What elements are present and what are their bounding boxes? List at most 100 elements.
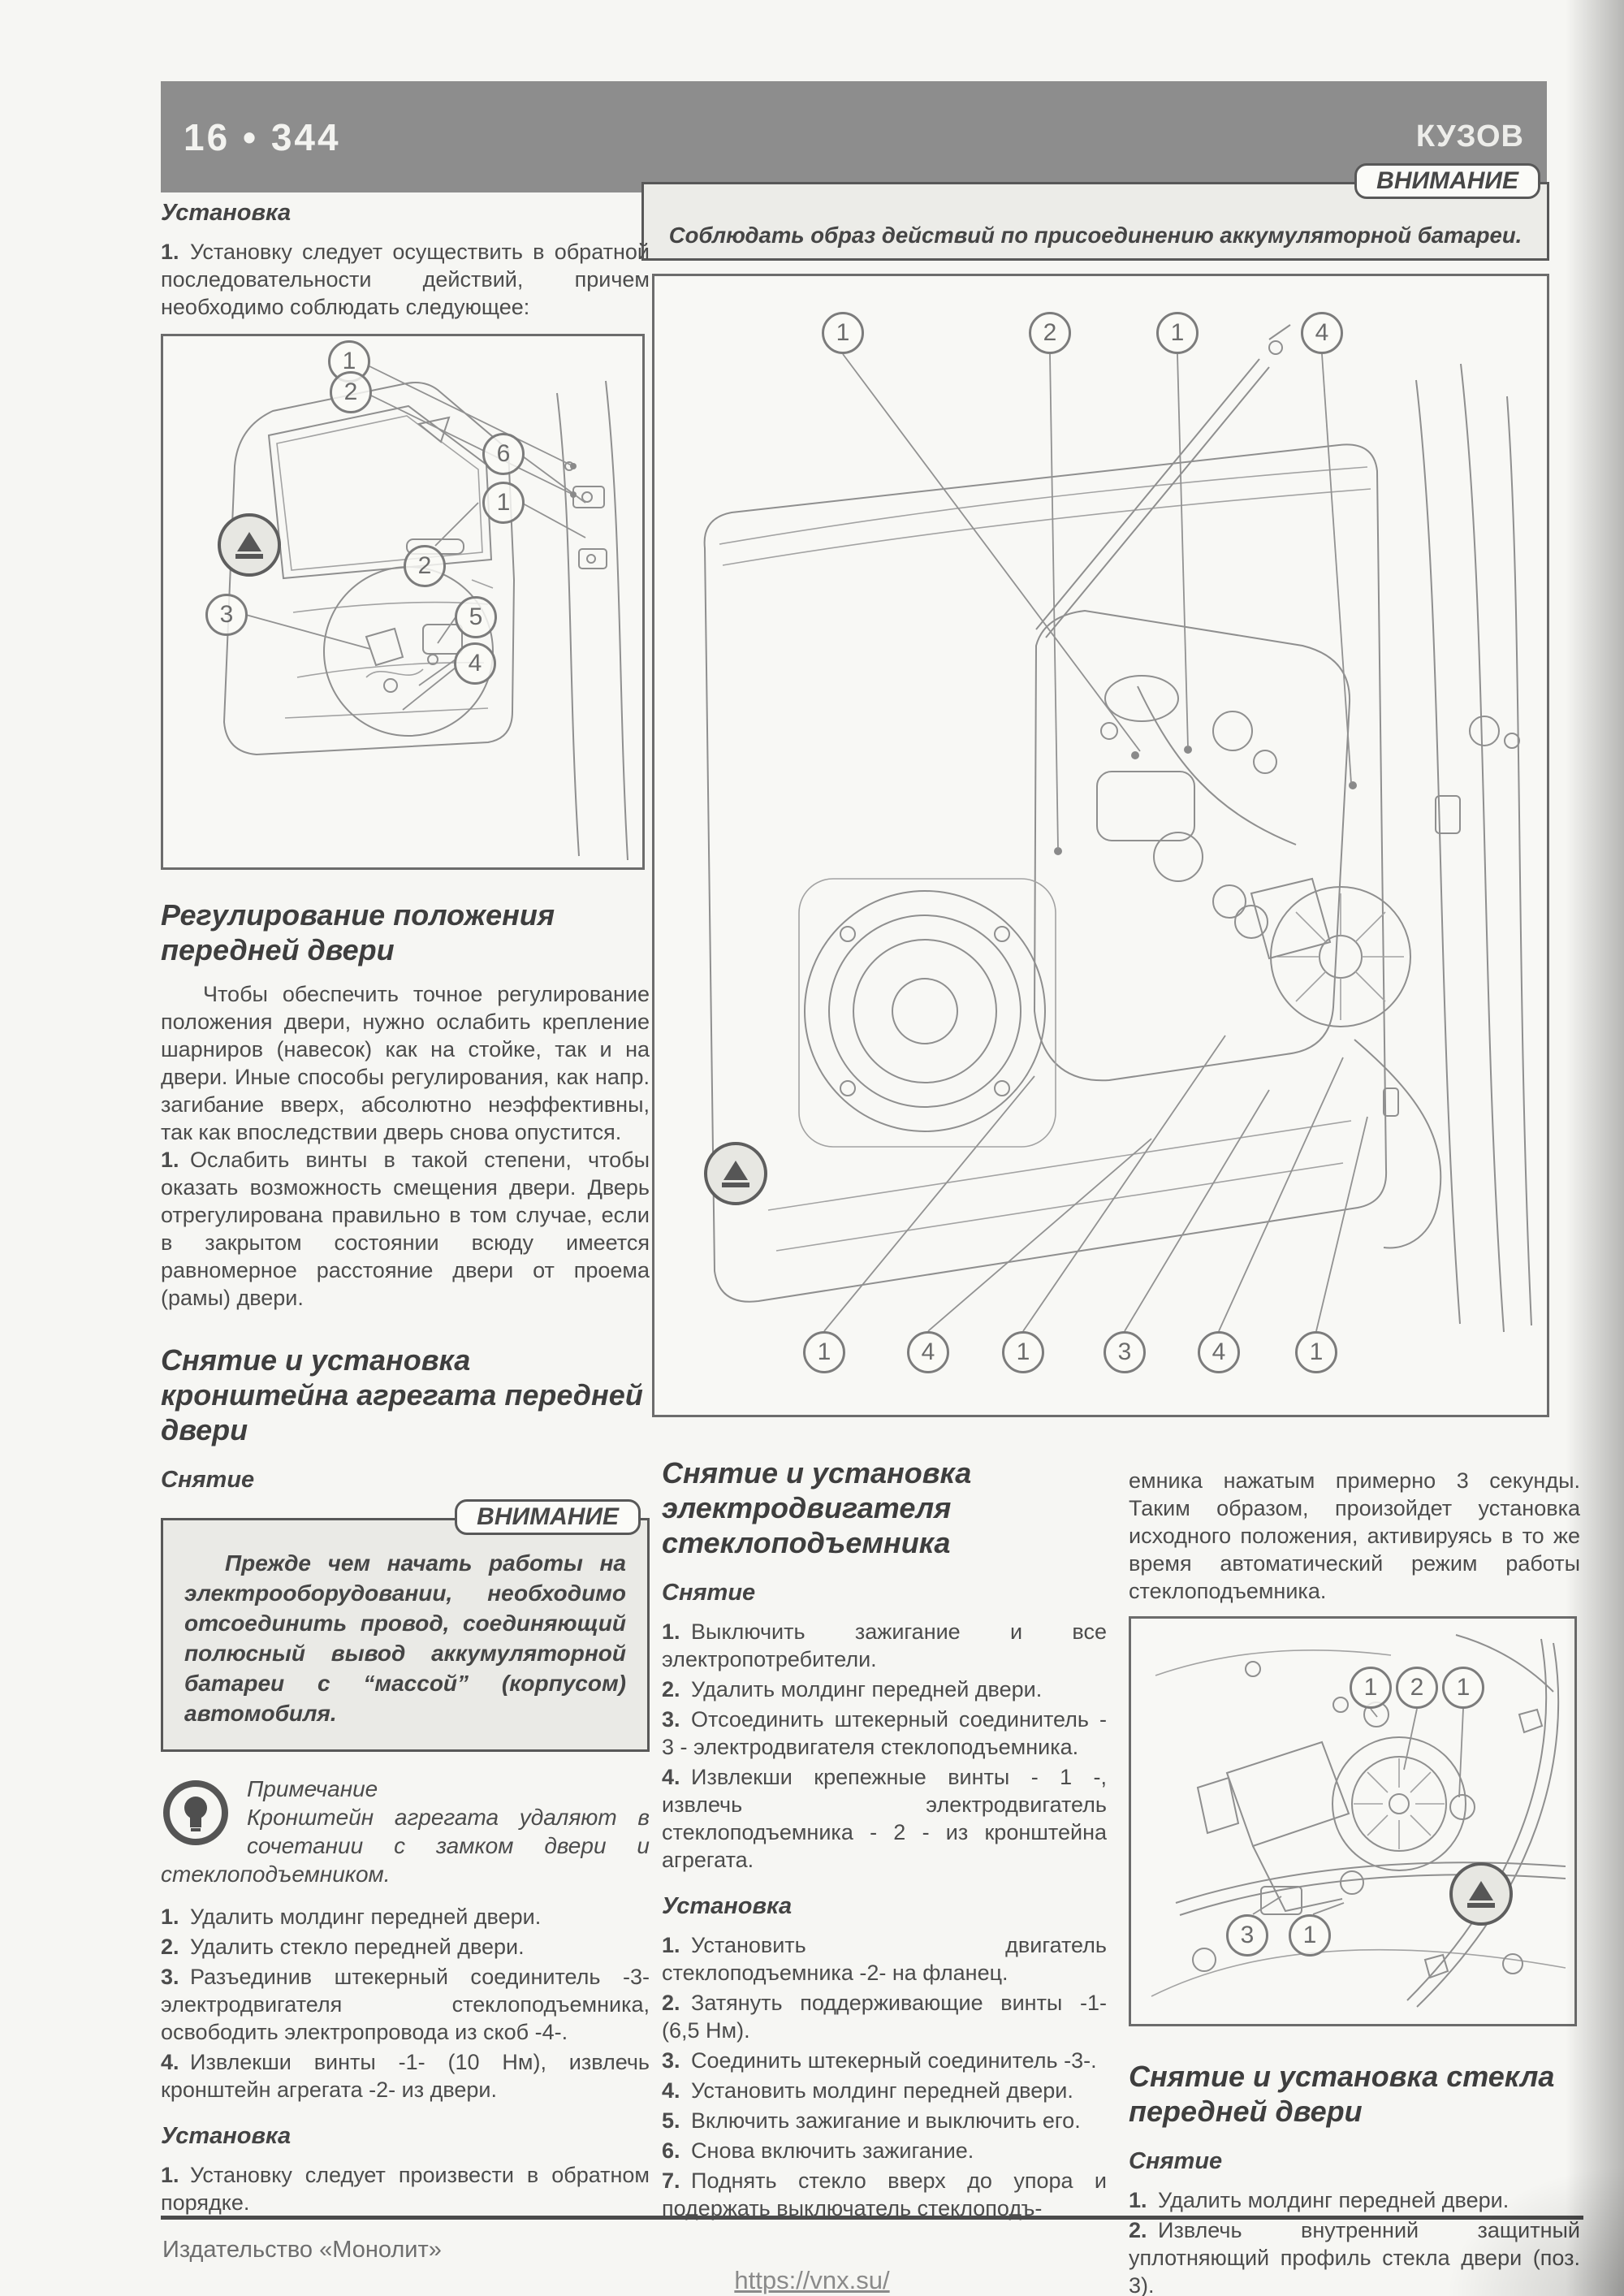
callout-4: 4 xyxy=(1301,312,1343,354)
callout-1: 1 xyxy=(1002,1331,1044,1373)
step-text: Установку следует осуществить в обратной… xyxy=(161,240,650,319)
step-item: 1. Установку следует произвести в обратн… xyxy=(161,2161,650,2216)
install-intro-steps: 1. Установку следует осуществить в обрат… xyxy=(161,238,650,321)
step-number: 2. xyxy=(662,1991,680,2015)
adjust-intro-paragraph: Чтобы обеспечить точное регулирование по… xyxy=(161,982,650,1144)
callout-2: 2 xyxy=(1029,312,1071,354)
bracket-removal-subheading: Снятие xyxy=(161,1467,255,1493)
note-text: Кронштейн агрегата удаляют в сочетании с… xyxy=(161,1805,650,1887)
step-text: Извлечь внутренний защитный уплотняющий … xyxy=(1129,2218,1580,2296)
warning-tab-label: ВНИМАНИЕ xyxy=(455,1499,641,1535)
step-text: Поднять стекло вверх до упора и подержат… xyxy=(662,2168,1107,2220)
step-item: 6. Снова включить зажигание. xyxy=(662,2137,1107,2164)
step-item: 5. Включить зажигание и выключить его. xyxy=(662,2107,1107,2134)
note-title: Примечание xyxy=(247,1776,378,1801)
watermark-logo xyxy=(218,513,281,577)
door-assembly-drawing xyxy=(703,324,1532,1333)
step-number: 3. xyxy=(662,1707,680,1732)
warning-text: Прежде чем начать работы на электрообору… xyxy=(184,1550,626,1726)
callout-1: 1 xyxy=(822,312,864,354)
callout-1: 1 xyxy=(1156,312,1199,354)
step-item: 2. Извлечь внутренний защитный уплотняющ… xyxy=(1129,2216,1580,2296)
right-column: емника нажатым примерно 3 секунды. Таким… xyxy=(1129,1467,1580,2296)
callout-1: 1 xyxy=(1350,1667,1392,1709)
callout-1: 1 xyxy=(1442,1667,1484,1709)
page-number: 16 • 344 xyxy=(184,115,341,158)
glass-removal-steps: 1. Удалить молдинг передней двери.2. Изв… xyxy=(1129,2186,1580,2296)
footer-link-wrap: https://vnx.su/ xyxy=(0,2266,1624,2295)
window-motor-drawing xyxy=(1151,1634,1566,2008)
step-text: Удалить молдинг передней двери. xyxy=(179,1905,542,1929)
step-number: 1. xyxy=(1129,2188,1147,2212)
callout-1: 1 xyxy=(482,482,525,524)
page-header: 16 • 344 КУЗОВ xyxy=(161,81,1547,192)
step-item: 4. Извлекши винты -1- (10 Нм), извлечь к… xyxy=(161,2048,650,2104)
step-text: Установить двигатель стеклоподъемника -2… xyxy=(662,1933,1107,1985)
step-text: Установку следует произвести в обратном … xyxy=(161,2163,650,2215)
watermark-bar xyxy=(1467,1902,1495,1908)
section-motor-heading: Снятие и установка электродвигателя стек… xyxy=(662,1456,972,1559)
step-item: 3. Разъединив штекерный соединитель -3- … xyxy=(161,1963,650,2046)
attention-banner-text: Соблюдать образ действий по присоединени… xyxy=(668,223,1522,248)
step-number: 6. xyxy=(662,2138,680,2163)
step-item: 4. Извлекши крепежные винты - 1 -, извле… xyxy=(662,1763,1107,1874)
glass-removal-subheading: Снятие xyxy=(1129,2148,1223,2174)
watermark-triangle-icon xyxy=(1469,1880,1493,1900)
step-item: 1. Установить двигатель стеклоподъемника… xyxy=(662,1931,1107,1987)
callout-2: 2 xyxy=(404,545,446,587)
site-link[interactable]: https://vnx.su/ xyxy=(734,2266,890,2294)
step-number: 4. xyxy=(161,2050,179,2074)
footer-rule xyxy=(161,2216,1583,2220)
step-item: 2. Удалить стекло передней двери. xyxy=(161,1933,650,1961)
watermark-logo xyxy=(704,1142,767,1205)
step-text: Снова включить зажигание. xyxy=(680,2138,974,2163)
watermark-triangle-icon xyxy=(723,1160,748,1180)
step-item: 1. Выключить зажигание и все электропотр… xyxy=(662,1618,1107,1673)
attention-banner: ВНИМАНИЕ Соблюдать образ действий по при… xyxy=(641,163,1549,261)
step-number: 7. xyxy=(662,2168,680,2193)
callout-1: 1 xyxy=(1295,1331,1337,1373)
callout-1: 1 xyxy=(1289,1914,1331,1957)
step-text: Отсоединить штекерный соединитель - 3 - … xyxy=(662,1707,1107,1759)
chapter-title: КУЗОВ xyxy=(1415,119,1524,153)
callout-3: 3 xyxy=(205,594,248,636)
callout-2: 2 xyxy=(1396,1667,1438,1709)
step-number: 1. xyxy=(161,1148,179,1172)
step-number: 1. xyxy=(161,1905,179,1929)
left-column: Установка 1. Установку следует осуществи… xyxy=(161,200,650,2219)
step-number: 3. xyxy=(161,1965,179,1989)
step-number: 3. xyxy=(662,2048,680,2073)
step-number: 5. xyxy=(662,2108,680,2133)
step-item: 2. Удалить молдинг передней двери. xyxy=(662,1676,1107,1703)
section-bracket-heading: Снятие и установка кронштейна агрегата п… xyxy=(161,1343,643,1446)
motor-install-steps: 1. Установить двигатель стеклоподъемника… xyxy=(662,1931,1107,2222)
watermark-logo xyxy=(1449,1862,1513,1926)
step-item: 2. Затянуть поддерживающие винты -1- (6,… xyxy=(662,1989,1107,2044)
callout-4: 4 xyxy=(454,642,496,685)
watermark-triangle-icon xyxy=(237,531,261,551)
step-number: 2. xyxy=(1129,2218,1147,2242)
watermark-bar xyxy=(722,1182,749,1187)
install2-steps: 1. Установку следует произвести в обратн… xyxy=(161,2161,650,2216)
step-item: 3. Соединить штекерный соединитель -3-. xyxy=(662,2047,1107,2074)
step-text: Установить молдинг передней двери. xyxy=(680,2078,1073,2103)
publisher-label: Издательство «Монолит» xyxy=(162,2237,442,2263)
step-number: 1. xyxy=(662,1933,680,1957)
continuation-paragraph: емника нажатым примерно 3 секунды. Таким… xyxy=(1129,1468,1580,1603)
step-item: 1. Ослабить винты в такой степени, чтобы… xyxy=(161,1146,650,1312)
step-item: 3. Отсоединить штекерный соединитель - 3… xyxy=(662,1706,1107,1761)
attention-tab-label: ВНИМАНИЕ xyxy=(1354,163,1540,199)
step-text: Удалить стекло передней двери. xyxy=(179,1935,525,1959)
middle-column: Снятие и установка электродвигателя стек… xyxy=(662,1455,1107,2225)
callout-3: 3 xyxy=(1104,1331,1146,1373)
adjust-steps: 1. Ослабить винты в такой степени, чтобы… xyxy=(161,1146,650,1312)
step-text: Выключить зажигание и все электропотреби… xyxy=(662,1619,1107,1671)
step-text: Соединить штекерный соединитель -3-. xyxy=(680,2048,1097,2073)
section-install-heading: Установка xyxy=(161,200,292,226)
callout-2: 2 xyxy=(330,371,372,413)
step-number: 2. xyxy=(662,1677,680,1701)
step-text: Удалить молдинг передней двери. xyxy=(680,1677,1043,1701)
callout-6: 6 xyxy=(482,433,525,475)
